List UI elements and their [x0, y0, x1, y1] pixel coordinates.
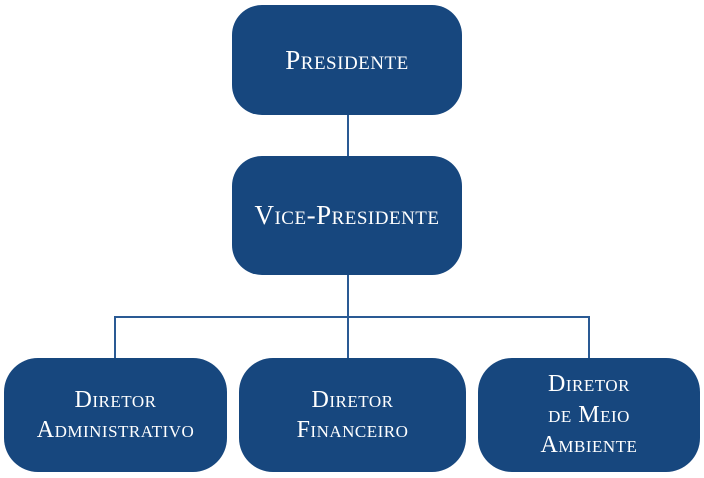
node-diretor-financeiro-line2: Financeiro: [296, 417, 409, 443]
connector-horizontal-bar: [114, 316, 590, 318]
connector-vice-to-bar: [347, 275, 349, 317]
connector-bar-to-administrativo: [114, 316, 116, 359]
node-diretor-meio-ambiente-line3: Ambiente: [540, 432, 638, 459]
node-vice-presidente-label: Vice-Presidente: [254, 200, 440, 231]
node-vice-presidente: Vice-Presidente: [232, 156, 462, 275]
node-diretor-financeiro-line1: Diretor: [311, 386, 394, 413]
connector-bar-to-meio-ambiente: [588, 316, 590, 359]
node-presidente: Presidente: [232, 5, 462, 115]
node-diretor-meio-ambiente-line2: de Meio: [548, 401, 630, 428]
node-diretor-administrativo-line2: Administrativo: [36, 417, 195, 443]
node-diretor-financeiro: Diretor Financeiro: [239, 358, 466, 472]
connector-bar-to-financeiro: [347, 316, 349, 359]
node-diretor-meio-ambiente-line1: Diretor: [548, 371, 630, 398]
node-diretor-administrativo-line1: Diretor: [74, 386, 157, 413]
node-presidente-label: Presidente: [285, 44, 409, 75]
node-diretor-meio-ambiente: Diretor de Meio Ambiente: [478, 358, 700, 472]
connector-presidente-vice: [347, 115, 349, 157]
node-diretor-administrativo: Diretor Administrativo: [4, 358, 227, 472]
